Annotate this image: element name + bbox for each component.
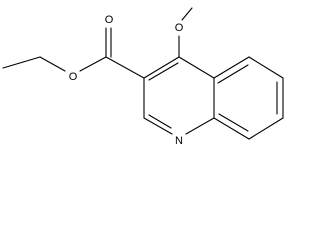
bond-c7-c8 bbox=[248, 117, 284, 140]
atom-o-methoxy: O bbox=[175, 22, 184, 34]
atom-o-ester: O bbox=[69, 71, 78, 83]
structure-diagram: O O O N bbox=[2, 7, 284, 147]
bond-c8-c8a-inner bbox=[218, 113, 249, 132]
bond-ethyl-ch3-ch2 bbox=[2, 56, 41, 69]
bond-c4a-c5-inner bbox=[217, 64, 249, 84]
atom-n-ring: N bbox=[175, 135, 183, 147]
bond-n-c8a bbox=[185, 117, 215, 135]
molecule-drawing: O O O N bbox=[2, 7, 284, 147]
bond-c8-c8a bbox=[213, 117, 250, 140]
bond-c5-c6 bbox=[248, 56, 284, 79]
bond-c2-n-inner bbox=[148, 114, 172, 129]
bond-lines bbox=[2, 7, 284, 140]
bond-methyl-o bbox=[181, 7, 193, 21]
atom-labels: O O O N bbox=[69, 14, 184, 147]
bond-c4a-c5 bbox=[213, 56, 250, 79]
bond-ch2-o bbox=[39, 56, 66, 72]
bond-c2-n bbox=[143, 117, 173, 135]
bond-c4-c3-inner bbox=[148, 62, 179, 81]
atom-o-carbonyl: O bbox=[105, 14, 114, 26]
bond-c4a-c4 bbox=[178, 56, 215, 79]
bond-carbonyl-c3 bbox=[105, 56, 145, 79]
bond-c4-c3 bbox=[143, 56, 180, 79]
bond-o-carbonyl-c bbox=[79, 56, 107, 72]
